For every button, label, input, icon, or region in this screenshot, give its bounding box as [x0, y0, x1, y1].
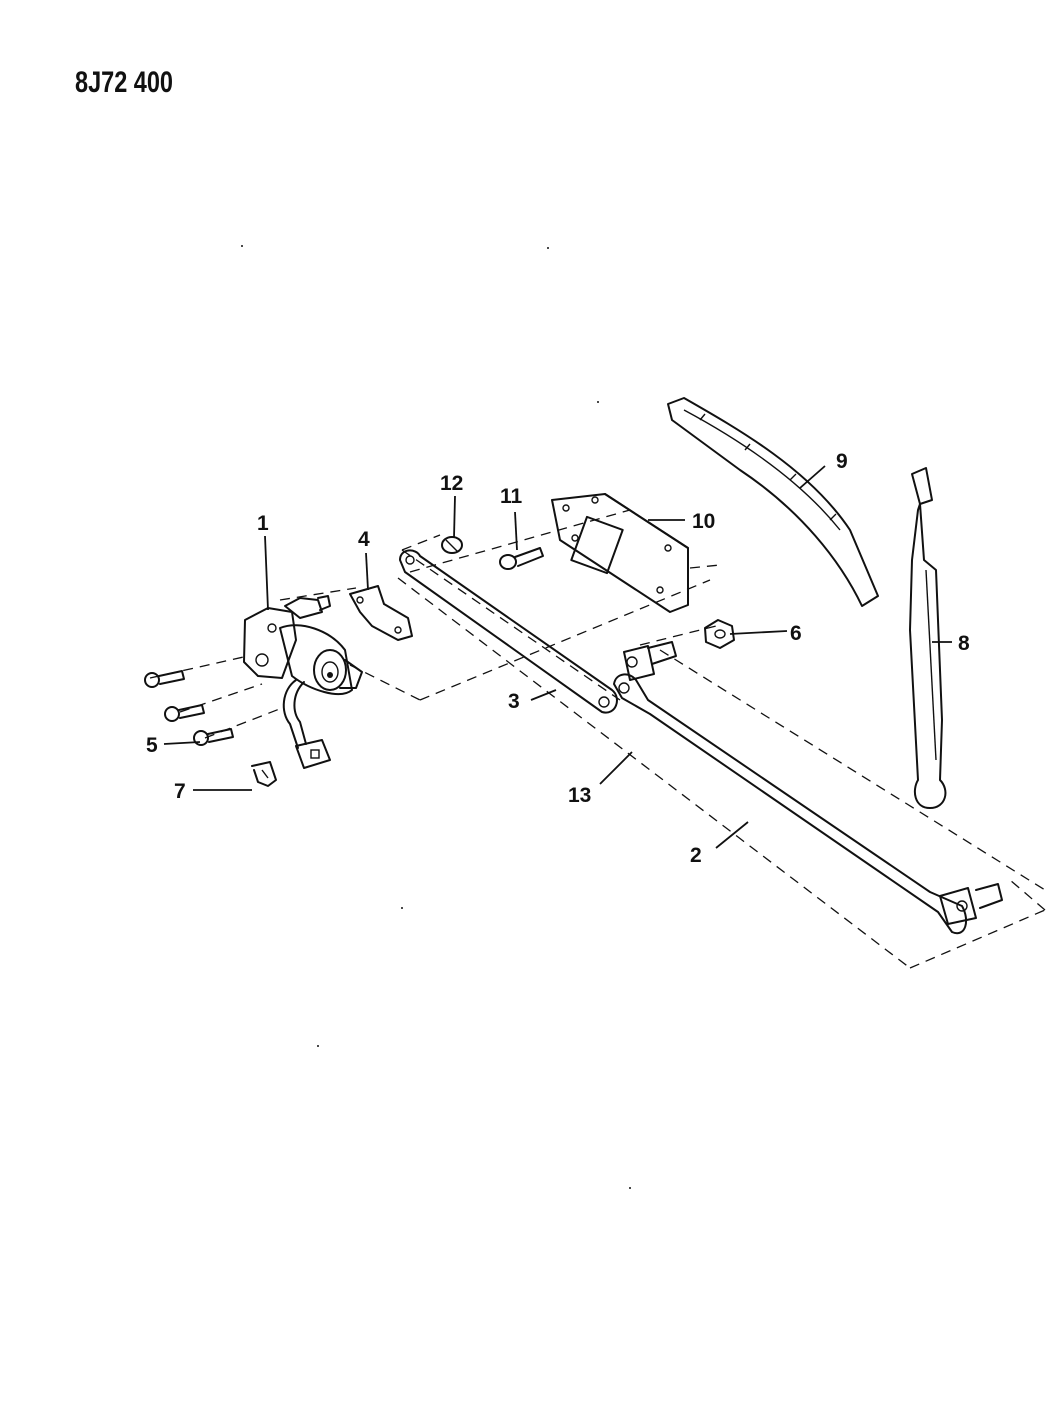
- callout-2: 2: [690, 844, 702, 867]
- callout-9: 9: [836, 450, 848, 473]
- callout-3: 3: [508, 690, 520, 713]
- screw: [499, 547, 544, 570]
- wiper-motor: [243, 595, 363, 769]
- bolt-5-middle: [164, 704, 205, 722]
- bolt-5-upper: [144, 670, 185, 688]
- callout-10: 10: [692, 510, 715, 533]
- mounting-plate: [551, 493, 689, 613]
- wiper-blade: [667, 397, 879, 607]
- scan-specks: [241, 245, 631, 1189]
- callout-1: 1: [257, 512, 269, 535]
- callout-13: 13: [568, 784, 591, 807]
- wire-clip: [251, 761, 277, 787]
- linkage-arm-long: [613, 641, 1003, 935]
- mounting-bracket: [349, 585, 413, 641]
- callout-11: 11: [500, 485, 523, 508]
- retainer-clip: [441, 536, 463, 554]
- callout-8: 8: [958, 632, 970, 655]
- diagram-id: 8J72 400: [75, 66, 173, 99]
- nut: [704, 619, 735, 649]
- callout-labels: 1 2 3 4 5 6 7 8 9 10 11 12 13: [146, 450, 970, 867]
- leader-lines: [163, 465, 952, 849]
- callout-12: 12: [440, 472, 463, 495]
- wiper-arm: [909, 467, 947, 809]
- bolt-5-lower: [193, 728, 234, 746]
- callout-5: 5: [146, 734, 158, 757]
- linkage-arm-short: [399, 549, 618, 714]
- callout-4: 4: [358, 528, 370, 551]
- callout-7: 7: [174, 780, 186, 803]
- callout-6: 6: [790, 622, 802, 645]
- assembly-outline: [149, 509, 1046, 969]
